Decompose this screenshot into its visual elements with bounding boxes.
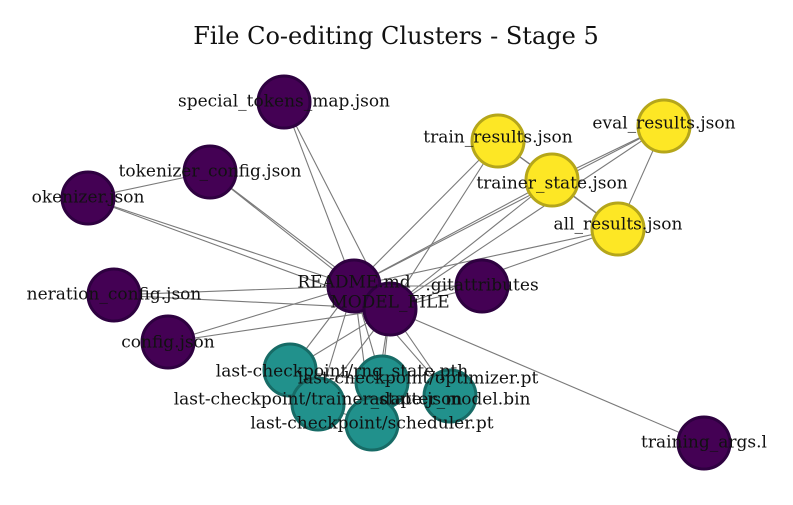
node-label-ckpt_trainer_state: last-checkpoint/trainer_state.json (174, 390, 463, 410)
node-eval_results (636, 98, 692, 154)
edge-tokenizer_config-readme (209, 171, 355, 287)
node-training_args (676, 415, 732, 471)
edge-eval_results-readme (353, 125, 665, 287)
node-tokenizer_config (182, 144, 238, 200)
edge-config-readme (167, 285, 355, 343)
node-label-ckpt_adapter: adapter_model.bin (370, 390, 531, 410)
node-label-config: config.json (121, 333, 215, 353)
edge-eval_results-model_file (389, 125, 665, 310)
node-label-train_results: train_results.json (423, 128, 572, 148)
nodes-layer (60, 74, 732, 471)
node-tokenizer (60, 170, 116, 226)
node-label-readme: README.md (297, 273, 410, 293)
node-label-ckpt_optimizer: last-checkpoint/optimizer.pt (298, 369, 539, 389)
node-model_file (362, 281, 418, 337)
labels-layer: special_tokens_map.json tokenizer_config.… (27, 92, 767, 453)
node-label-ckpt_scheduler: last-checkpoint/scheduler.pt (250, 414, 493, 434)
node-ckpt_scheduler (344, 396, 400, 452)
edge-trainer_state-readme (353, 179, 553, 287)
node-label-generation_config: neration_config.json (27, 285, 202, 305)
node-trainer_state (524, 152, 580, 208)
node-label-model_file: MODEL_FILE (330, 293, 449, 313)
node-generation_config (86, 267, 142, 323)
node-label-ckpt_rng: last-checkpoint/rng_state.pth (216, 362, 468, 382)
node-label-special_tokens_map: special_tokens_map.json (178, 92, 390, 112)
edge-train_results-readme (353, 140, 499, 287)
node-label-training_args: training_args.l (641, 433, 767, 453)
graph-title: File Co-editing Clusters - Stage 5 (193, 22, 598, 50)
node-gitattributes (454, 258, 510, 314)
node-special_tokens_map (256, 74, 312, 130)
node-label-eval_results: eval_results.json (592, 114, 735, 134)
edge-special_tokens_map-readme (283, 101, 355, 287)
node-label-tokenizer: okenizer.json (32, 188, 145, 208)
node-ckpt_adapter (422, 368, 478, 424)
node-all_results (590, 201, 646, 257)
node-label-tokenizer_config: tokenizer_config.json (119, 162, 302, 182)
edge-all_results-model_file (389, 228, 619, 310)
edge-train_results-model_file (389, 140, 499, 310)
node-train_results (470, 113, 526, 169)
edge-config-model_file (167, 308, 391, 343)
node-label-trainer_state: trainer_state.json (476, 174, 627, 194)
node-label-all_results: all_results.json (554, 215, 683, 235)
edge-tokenizer-readme (87, 197, 355, 287)
node-ckpt_trainer_state (290, 376, 346, 432)
node-label-gitattributes: .gitattributes (425, 276, 538, 296)
edge-all_results-readme (353, 228, 619, 287)
edge-trainer_state-model_file (389, 179, 553, 310)
edge-generation_config-readme (113, 285, 355, 296)
edge-training_args-model_file (389, 308, 705, 444)
node-config (140, 314, 196, 370)
